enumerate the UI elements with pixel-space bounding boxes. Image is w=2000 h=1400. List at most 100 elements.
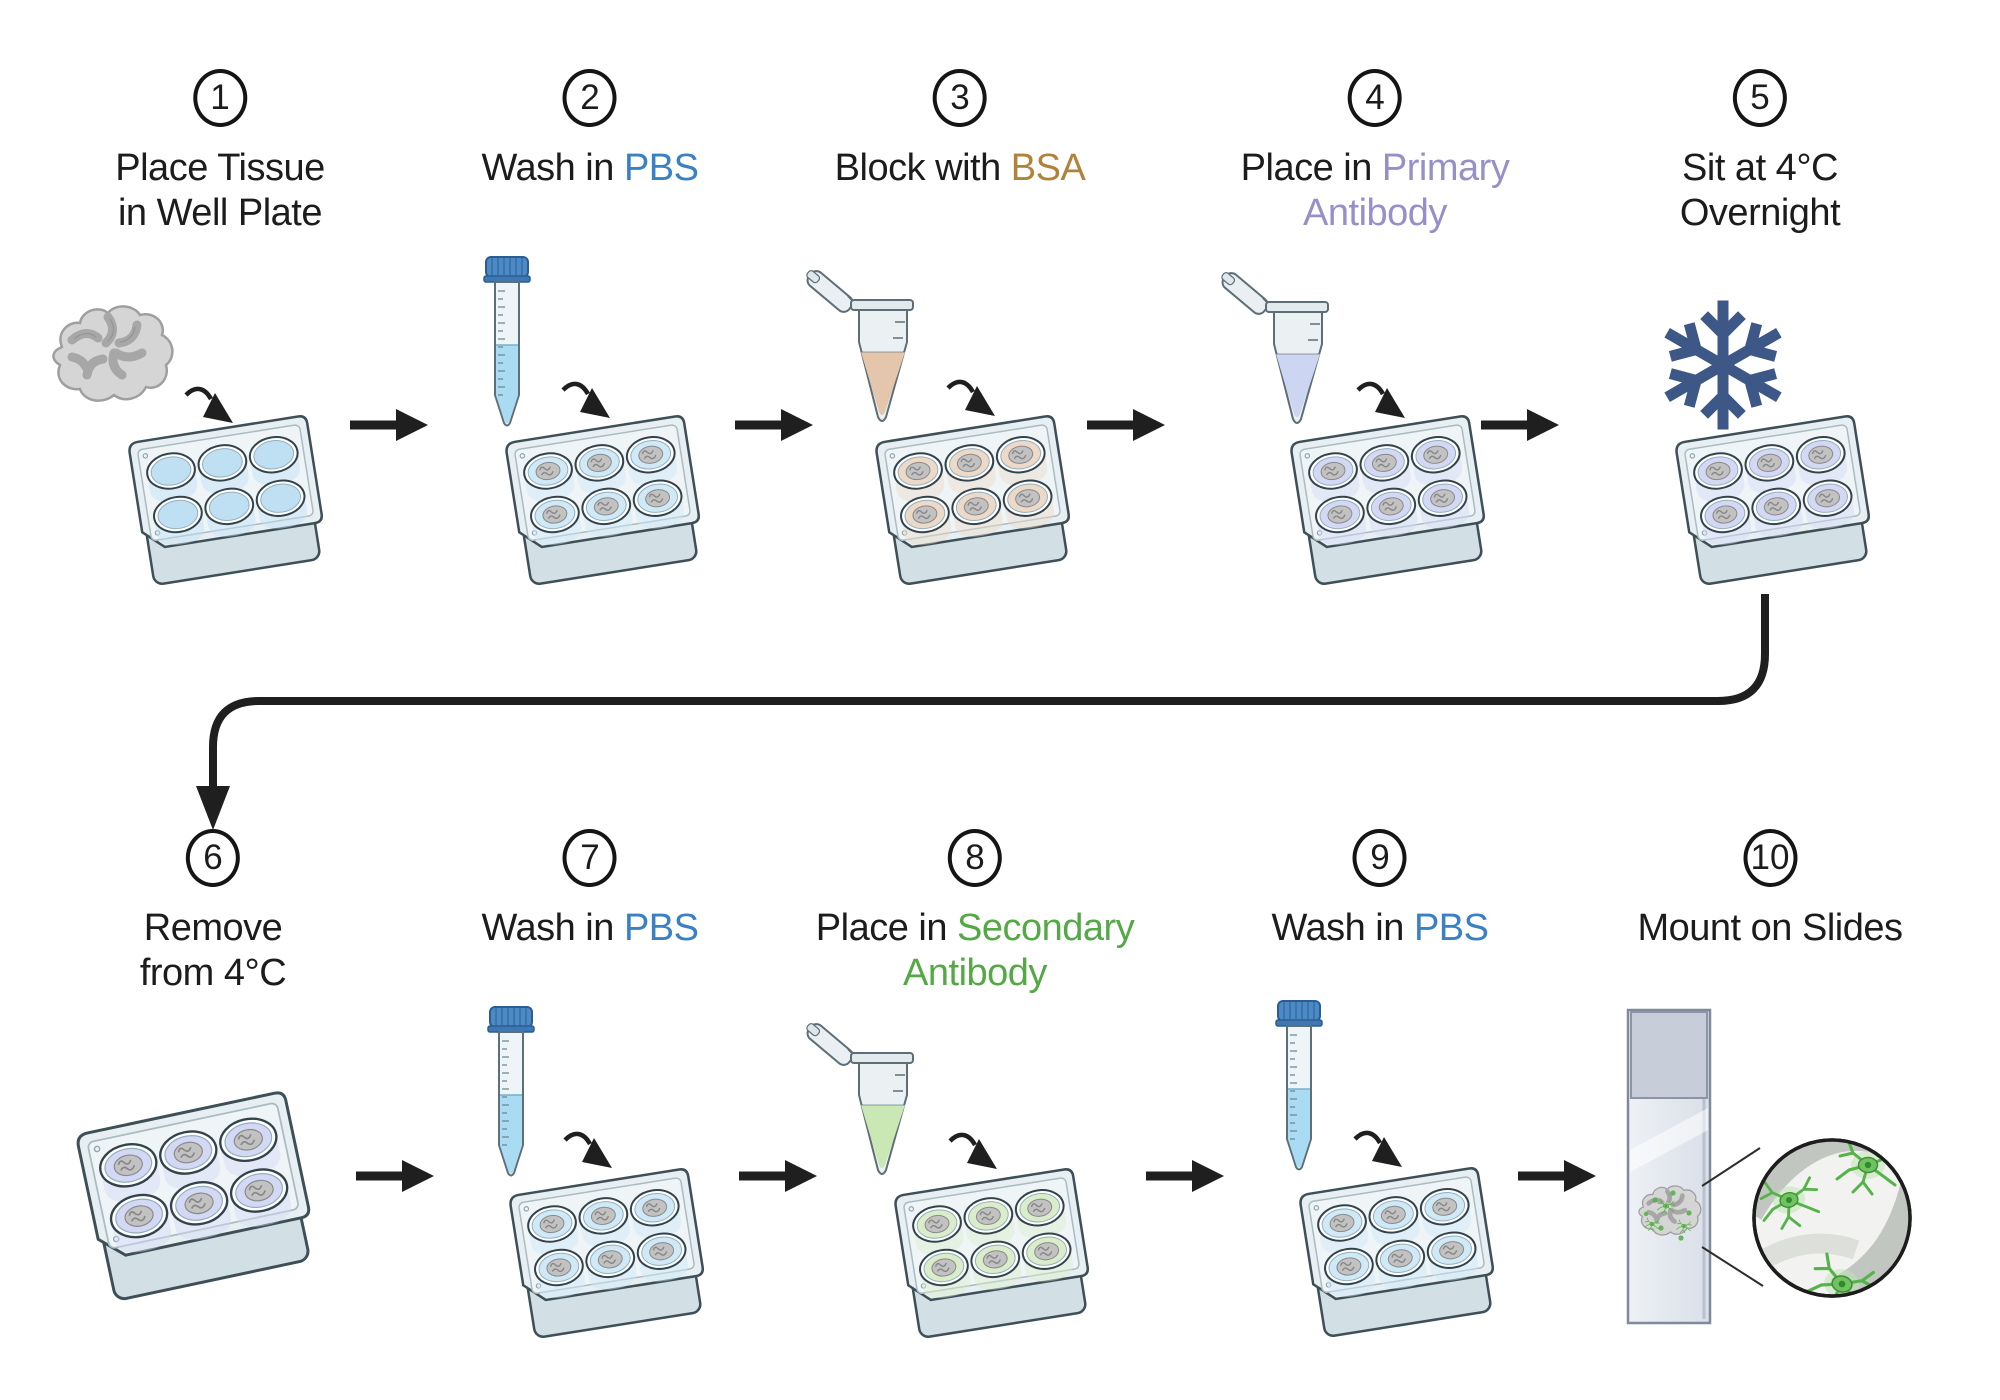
step-number-badge: 1 — [192, 69, 247, 127]
curved-arrow-icon — [948, 382, 995, 416]
label-highlight: PBS — [1413, 907, 1489, 949]
step-title: Place in Secondary Antibody — [815, 906, 1135, 996]
label-highlight: Secondary — [957, 907, 1135, 949]
label-highlight: BSA — [1010, 147, 1086, 189]
step-number-badge: 5 — [1733, 69, 1787, 127]
microtube-icon — [801, 1018, 914, 1175]
label-text: Place in — [815, 907, 958, 949]
well-plate-icon — [505, 415, 705, 585]
label-text: in Well Plate — [117, 192, 323, 234]
step-title: Block with BSA — [835, 146, 1086, 191]
label-text: Place Tissue — [115, 147, 325, 189]
curved-arrow-icon — [565, 1134, 612, 1168]
label-highlight: Primary — [1381, 147, 1510, 189]
step-2: 2 Wash in PBS — [482, 69, 699, 191]
label-text: Mount on Slides — [1637, 907, 1904, 949]
step-title: Place in Primary Antibody — [1241, 146, 1510, 236]
label-text: Block with — [834, 147, 1011, 189]
arrow-right-icon — [1087, 409, 1165, 441]
conical-tube-icon — [483, 256, 531, 427]
curved-arrow-icon — [186, 389, 233, 423]
conical-tube-icon — [487, 1006, 535, 1177]
step-4: 4 Place in Primary Antibody — [1241, 69, 1510, 236]
well-plate-icon — [1290, 415, 1490, 585]
step-1: 1 Place Tissue in Well Plate — [115, 69, 325, 236]
conical-tube-icon — [1275, 1000, 1323, 1171]
label-highlight: PBS — [623, 147, 699, 189]
stained-tissue-section — [1639, 1186, 1701, 1241]
label-text: Remove — [143, 907, 283, 949]
label-text: Overnight — [1679, 192, 1841, 234]
step-title-line: Sit at 4°C — [1680, 146, 1840, 191]
step-title-line: Overnight — [1679, 191, 1841, 236]
step-number-badge: 3 — [932, 69, 987, 127]
step-title: Mount on Slides — [1637, 906, 1904, 951]
well-plate-icon — [509, 1168, 709, 1338]
label-text: Place in — [1240, 147, 1382, 189]
arrow-right-icon — [350, 409, 428, 441]
step-3: 3 Block with BSA — [835, 69, 1086, 191]
step-number-badge: 9 — [1353, 829, 1407, 887]
step-title-line: Block with BSA — [835, 146, 1086, 191]
snowflake-icon — [1664, 306, 1781, 424]
curved-arrow-icon — [1358, 384, 1405, 418]
label-text: Wash in — [481, 907, 624, 949]
step-title-line: Place in Secondary — [815, 906, 1135, 951]
step-title: Wash in PBS — [482, 906, 699, 951]
step-title: Remove from 4°C — [139, 906, 287, 996]
well-plate-icon — [1675, 415, 1875, 585]
flow-connector-arrow — [196, 594, 1769, 830]
step-5: 5 Sit at 4°C Overnight — [1679, 69, 1841, 236]
well-plate-icon — [894, 1168, 1094, 1338]
step-6: 6 Remove from 4°C — [139, 829, 287, 996]
step-number-badge: 8 — [947, 829, 1002, 887]
step-9: 9 Wash in PBS — [1272, 829, 1489, 951]
well-plate-icon — [128, 415, 328, 585]
step-number-badge: 4 — [1347, 69, 1402, 127]
label-text: Wash in — [481, 147, 624, 189]
step-title-line: Wash in PBS — [482, 906, 699, 951]
step-title-line: Remove — [140, 906, 286, 951]
step-10: 10 Mount on Slides — [1638, 829, 1903, 951]
well-plate-icon — [76, 1091, 319, 1301]
step-title-line: Mount on Slides — [1637, 906, 1904, 951]
step-title: Wash in PBS — [1272, 906, 1489, 951]
step-7: 7 Wash in PBS — [482, 829, 699, 951]
step-number-badge: 7 — [563, 829, 617, 887]
step-title-line: Place in Primary — [1241, 146, 1510, 191]
label-text: Sit at 4°C — [1682, 147, 1838, 189]
step-title-line: in Well Plate — [115, 191, 324, 236]
step-title-line: Wash in PBS — [1272, 906, 1489, 951]
step-number-badge: 6 — [186, 829, 240, 887]
arrow-right-icon — [1481, 409, 1559, 441]
arrow-right-icon — [356, 1160, 434, 1192]
step-title-line: Antibody — [816, 951, 1134, 996]
arrow-right-icon — [1518, 1160, 1596, 1192]
magnifier-circle — [1752, 1138, 1912, 1298]
label-highlight: Antibody — [903, 952, 1047, 994]
microscope-slide-icon — [1626, 1008, 1764, 1325]
step-title-line: from 4°C — [139, 951, 287, 996]
curved-arrow-icon — [563, 384, 610, 418]
label-highlight: Antibody — [1303, 192, 1447, 234]
well-plate-icon — [1299, 1167, 1499, 1337]
step-title-line: Place Tissue — [115, 146, 325, 191]
microtube-icon — [1216, 267, 1329, 424]
step-title: Place Tissue in Well Plate — [115, 146, 325, 236]
step-title-line: Wash in PBS — [482, 146, 699, 191]
step-number-badge: 2 — [563, 69, 617, 127]
step-title-line: Antibody — [1241, 191, 1510, 236]
label-text: from 4°C — [139, 952, 287, 994]
step-title: Sit at 4°C Overnight — [1679, 146, 1841, 236]
step-number-badge: 10 — [1743, 829, 1797, 887]
arrow-right-icon — [739, 1160, 817, 1192]
step-title: Wash in PBS — [482, 146, 699, 191]
arrow-right-icon — [735, 409, 813, 441]
brain-tissue-icon — [53, 306, 172, 400]
step-8: 8 Place in Secondary Antibody — [815, 829, 1135, 996]
well-plate-icon — [875, 415, 1075, 585]
arrow-right-icon — [1146, 1160, 1224, 1192]
label-highlight: PBS — [623, 907, 699, 949]
